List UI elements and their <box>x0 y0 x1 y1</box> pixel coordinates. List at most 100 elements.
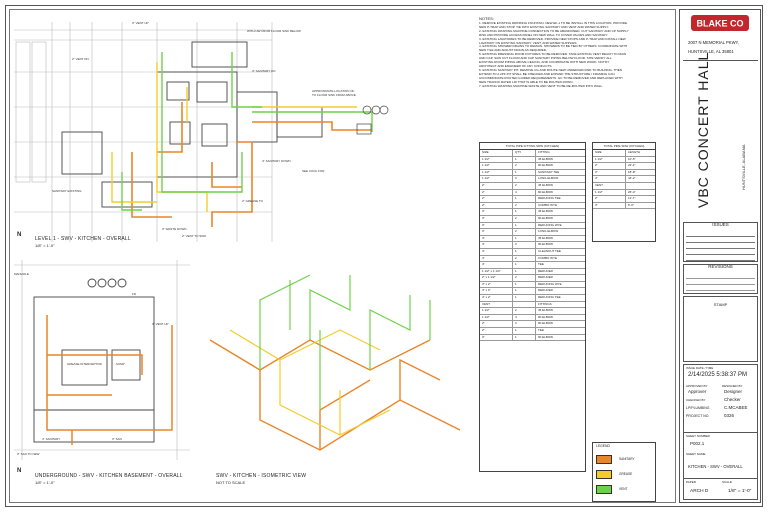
schedule-cell: CLEANOUT TEE <box>538 248 561 253</box>
note-line: 2. EXISTING WASHING MACHINE CONNECTION T… <box>479 29 629 33</box>
schedule-row: 1 1/2"10'-5" <box>593 156 655 164</box>
sheet-number-label: SHEET NUMBER <box>686 434 710 438</box>
schedule-cell: 1 <box>513 235 536 242</box>
schedule-cell: 1 <box>513 281 536 288</box>
svg-text:3" SAN TO NEW: 3" SAN TO NEW <box>17 452 40 456</box>
stamp-box: STAMP <box>683 296 758 362</box>
notes-list: 1. REMOVE EXISTING DRINKING FOUNTAIN. NE… <box>479 22 669 88</box>
schedule-cell: 90 ELBOW <box>538 334 554 339</box>
schedule-cell: 2" <box>480 321 513 328</box>
schedule-cell: 4 <box>513 314 536 321</box>
schedule-cell: 26'-4" <box>628 189 636 194</box>
note-line: 4. EXISTING SHOWER DRAINS TO REMAIN. SHO… <box>479 45 628 49</box>
notes-title: NOTES: <box>479 16 494 21</box>
north-arrow-icon: N <box>17 468 22 474</box>
schedule-cell: 11'-7" <box>628 196 636 201</box>
schedule-cell: REDUCING TEE <box>538 295 561 300</box>
schedule-cell <box>626 183 655 189</box>
schedule-cell: LONG ELBOW <box>538 176 559 181</box>
schedule-cell: 3 <box>513 176 536 182</box>
svg-text:4" SANITARY: 4" SANITARY <box>42 437 60 441</box>
schedule-cell: 3 <box>513 321 536 328</box>
note-line: ACCOMMODATE ROUTED GUIDED REQUIREMENTS. … <box>479 76 623 80</box>
checked-label: CHECKED BY <box>686 398 706 402</box>
schedule-cell: 90 ELBOW <box>538 215 554 220</box>
note-line: NEW TRAFFIC RATED LID THAT IS ABLE TO BE… <box>479 80 574 84</box>
svg-text:2" GREASE TO: 2" GREASE TO <box>242 199 264 203</box>
schedule-cell: 4" <box>480 248 513 255</box>
schedule-cell: 1 <box>513 295 536 301</box>
schedule-cell: 1 1/2" <box>480 176 513 182</box>
underground-view-title: UNDERGROUND - SWV - KITCHEN BASEMENT - O… <box>35 473 183 479</box>
plumbing-value: C.MCABEE <box>724 405 748 410</box>
schedule-cell: 2" <box>593 163 626 169</box>
schedule-cell: 4" <box>593 176 626 182</box>
level1-view-scale: 1/8" = 1'-0" <box>35 243 55 248</box>
schedule-cell: 4 <box>513 189 536 196</box>
schedule-cell: 2" <box>480 182 513 189</box>
schedule-cell: 90 ELBOW <box>538 314 554 319</box>
schedule-cell: 1 1/2" <box>480 169 513 176</box>
legend-swatch-vent <box>596 485 612 494</box>
schedule-cell: 1 <box>513 222 536 229</box>
svg-text:4" SANITARY DOWN: 4" SANITARY DOWN <box>262 159 291 163</box>
schedule-cell: 1 1/2" <box>480 308 513 314</box>
legend-label: VENT <box>619 487 628 491</box>
svg-text:GREASE INTERCEPTOR: GREASE INTERCEPTOR <box>67 362 103 366</box>
schedule-cell: 1 <box>513 262 536 268</box>
schedule-cell: 90 ELBOW <box>538 163 554 168</box>
note-line: ARCHITECT AND ENGINEER OF ANY CONFLICTS. <box>479 64 553 68</box>
schedule-cell: 2" x 1 1/2" <box>480 275 513 281</box>
schedule-cell: 45 ELBOW <box>538 235 554 240</box>
legend-label: GREASE <box>619 472 633 476</box>
checked-value: Checker <box>724 397 741 402</box>
note-line: NEW P-TRAP AND STOP. TIE INTO EXISTING S… <box>479 25 609 29</box>
schedule-cell: 44'-2" <box>628 176 636 181</box>
svg-text:SEE COOL FOR: SEE COOL FOR <box>302 169 325 173</box>
isometric-view-title: SWV - KITCHEN - ISOMETRIC VIEW <box>216 473 307 479</box>
schedule-cell: REDUCER <box>538 268 553 273</box>
schedule-cell: 3" <box>593 202 626 209</box>
schedule-cell: 4" x 3" <box>480 288 513 295</box>
pipe-length-schedule-title: TOTAL PIPE SDW (KITCHEN) <box>593 143 655 150</box>
sheet-name-label: SHEET NAME <box>686 452 706 456</box>
svg-text:2" VENT DN: 2" VENT DN <box>72 57 89 61</box>
underground-view-scale: 1/8" = 1'-0" <box>35 480 55 485</box>
schedule-cell: 90 ELBOW <box>538 189 554 194</box>
schedule-cell: SIZE <box>593 150 626 156</box>
schedule-cell: 1 1/2" <box>480 156 513 163</box>
schedule-cell: REDUCING WYE <box>538 281 562 286</box>
drawing-sheet <box>5 5 763 507</box>
plumbing-label: LP/PLUMBING <box>686 406 710 410</box>
schedule-cell: LONG ELBOW <box>538 229 559 234</box>
schedule-row: 2"22'-1" <box>593 163 655 170</box>
schedule-cell: COMBO WYE <box>538 202 558 207</box>
schedule-row: 3"18'-8" <box>593 169 655 177</box>
scale-value: 1/8" = 1'-0" <box>728 489 752 494</box>
schedule-cell: SIZE <box>480 150 513 156</box>
schedule-cell: 2 <box>513 163 536 169</box>
schedule-cell: 1 <box>513 268 536 275</box>
scale-label: SCALE <box>722 480 732 484</box>
note-line: 6. EXISTING SANITARY PIT. REMOVE UG AND … <box>479 68 623 72</box>
schedule-cell: TEE <box>538 262 544 267</box>
issues-box: ISSUES <box>683 222 758 262</box>
schedule-cell: 2 <box>513 215 536 222</box>
svg-text:3" VENT UP: 3" VENT UP <box>132 21 149 25</box>
schedule-cell: 1 <box>513 288 536 295</box>
note-line: 1. REMOVE EXISTING DRINKING FOUNTAIN. NE… <box>479 22 628 25</box>
